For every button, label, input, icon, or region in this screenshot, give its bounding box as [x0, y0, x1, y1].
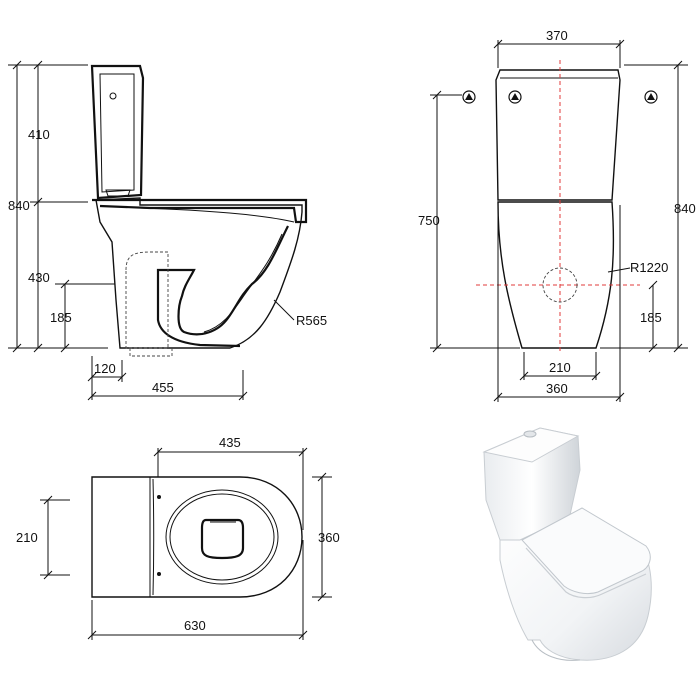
cistern-inner: [99, 73, 135, 193]
dim-ticks-370: [493, 39, 625, 49]
leader-r1220: [607, 267, 631, 273]
top-w-435: 435: [219, 435, 241, 450]
side-h-outlet: 185: [50, 310, 72, 325]
outlet-circle-hidden: [542, 267, 578, 303]
shield-bolt-icon: [462, 90, 476, 104]
front-w-top: 370: [546, 28, 568, 43]
trap-inner: [203, 233, 283, 333]
shield-bolt-icon: [644, 90, 658, 104]
bowl-body-side: [95, 197, 303, 349]
dim-ticks-210: [519, 371, 601, 381]
side-view: 840 410 430 185 120 455 R565: [8, 60, 327, 401]
bowl-rim-inner: [139, 207, 295, 223]
cistern-edge: [152, 478, 155, 596]
top-outline: [91, 476, 303, 598]
front-h-total: 840: [674, 201, 696, 216]
dim-ticks-360: [493, 392, 625, 402]
seat-ring-outer: [165, 489, 279, 585]
dim-ticks-360-top: [317, 472, 327, 602]
dim-ticks-435: [153, 447, 308, 457]
top-h-360: 360: [318, 530, 340, 545]
dim-ticks-185-front: [648, 280, 658, 353]
dim-ticks-side-h: [87, 372, 248, 401]
render-seat-edge: [525, 547, 647, 599]
top-w-630: 630: [184, 618, 206, 633]
front-w-base: 210: [549, 360, 571, 375]
fixing-hole-top: [157, 495, 161, 499]
flush-valve: [105, 189, 131, 197]
render-cistern-top: [482, 427, 580, 463]
outlet-pipe-hidden: [129, 348, 173, 357]
bowl-front: [497, 201, 615, 349]
front-radius: R1220: [630, 260, 668, 275]
dim-ticks-630: [87, 630, 308, 640]
front-w-360: 360: [546, 381, 568, 396]
seat-ring-inner: [169, 493, 275, 581]
leader-r565: [273, 299, 295, 321]
side-h-bowl: 430: [28, 270, 50, 285]
render-flush-button: [523, 430, 537, 438]
dim-ticks-750: [432, 90, 442, 353]
cistern-front: [495, 69, 621, 201]
side-w-depth: 455: [152, 380, 174, 395]
fixing-hole-bottom: [157, 572, 161, 576]
side-w-offset: 120: [94, 361, 116, 376]
side-h-total: 840: [8, 198, 30, 213]
shield-bolt-icon: [508, 90, 522, 104]
outlet-hidden: [125, 251, 169, 349]
front-h-750: 750: [418, 213, 440, 228]
flush-button-circle: [109, 92, 117, 100]
top-h-210: 210: [16, 530, 38, 545]
top-view: 435 210 360 630: [16, 435, 340, 640]
side-radius: R565: [296, 313, 327, 328]
dim-ticks-210-top: [43, 495, 53, 580]
render-seat-lid: [521, 507, 651, 595]
front-view: 370 750 840: [418, 28, 696, 402]
render-base-shadow: [531, 639, 581, 661]
side-h-cistern: 410: [28, 127, 50, 142]
drain-opening: [200, 518, 245, 560]
dim-ticks-840: [673, 60, 683, 353]
cistern-section: [90, 64, 145, 200]
front-h-outlet: 185: [640, 310, 662, 325]
product-render: [482, 427, 652, 661]
dim-ticks-side: [12, 60, 70, 353]
